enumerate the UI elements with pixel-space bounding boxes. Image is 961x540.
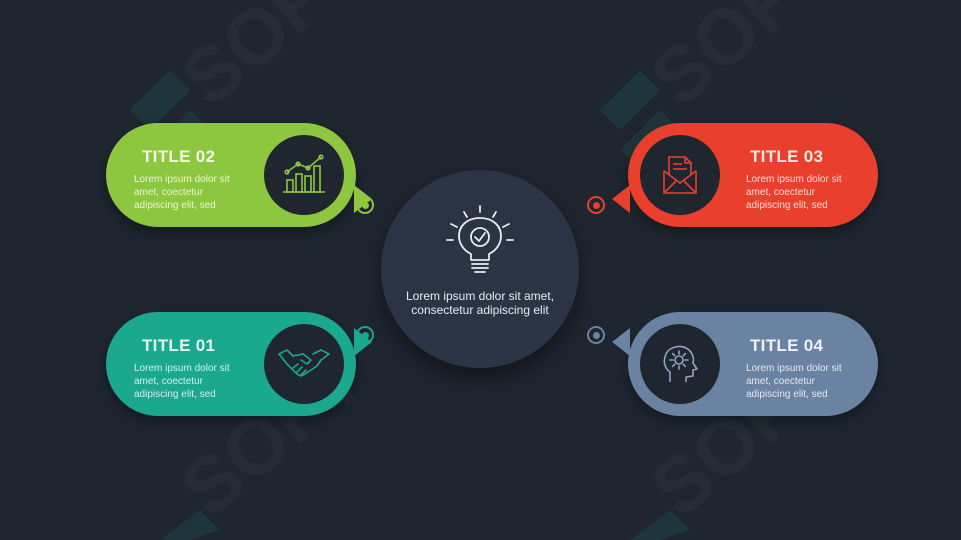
card-body: Lorem ipsum dolor sit amet, coectetur ad… (134, 363, 230, 400)
connector-node-02 (356, 196, 374, 214)
card-pointer (612, 185, 630, 213)
svg-text:SOFT: SOFT (634, 0, 850, 123)
card-title-02: TITLE 02 Lorem ipsum dolor sit amet, coe… (106, 123, 372, 227)
card-pointer (612, 328, 630, 356)
card-title-03: TITLE 03 Lorem ipsum dolor sit amet, coe… (612, 123, 878, 227)
svg-text:SOFT: SOFT (164, 0, 380, 123)
connector-node-03 (587, 196, 605, 214)
bar-chart-icon (264, 135, 344, 215)
card-title-01: TITLE 01 Lorem ipsum dolor sit amet, coe… (106, 312, 372, 416)
connector-node-01 (356, 326, 374, 344)
card-title: TITLE 03 (750, 147, 824, 166)
card-title: TITLE 01 (142, 336, 216, 355)
connector-node-04 (587, 326, 605, 344)
handshake-icon (264, 324, 344, 404)
center-text: Lorem ipsum dolor sit amet, consectetur … (405, 289, 555, 317)
head-gear-icon (640, 324, 720, 404)
card-title: TITLE 02 (142, 147, 216, 166)
envelope-icon (640, 135, 720, 215)
card-body: Lorem ipsum dolor sit amet, coectetur ad… (746, 363, 842, 400)
lightbulb-check-icon (441, 202, 519, 285)
center-hub: Lorem ipsum dolor sit amet, consectetur … (381, 170, 579, 368)
card-title: TITLE 04 (750, 336, 824, 355)
card-body: Lorem ipsum dolor sit amet, coectetur ad… (746, 174, 842, 211)
card-title-04: TITLE 04 Lorem ipsum dolor sit amet, coe… (612, 312, 878, 416)
card-body: Lorem ipsum dolor sit amet, coectetur ad… (134, 174, 230, 211)
